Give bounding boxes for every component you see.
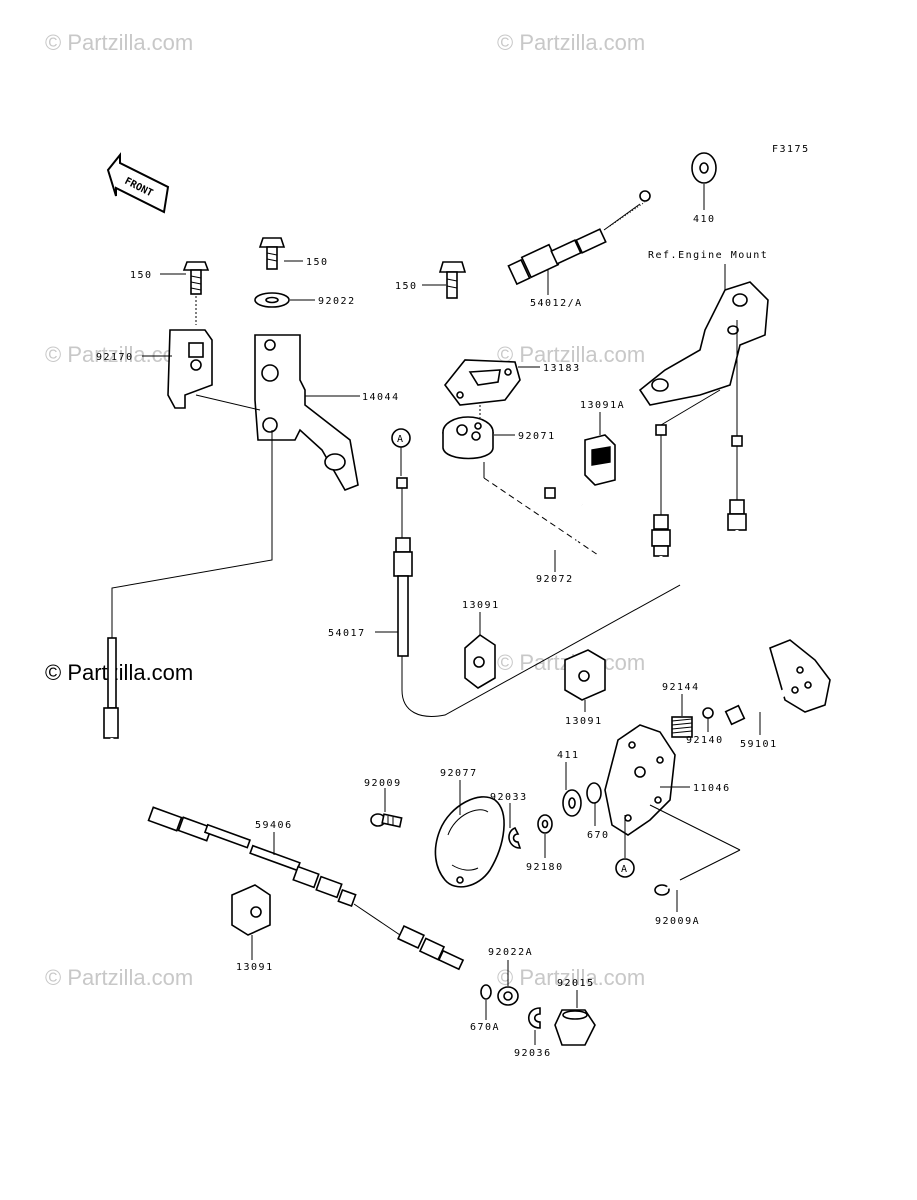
- knob-92077-icon: [434, 796, 505, 888]
- part-label-410: 410: [693, 214, 716, 225]
- part-label-13091: 13091: [462, 600, 500, 611]
- watermark: © Partzilla.com: [45, 30, 193, 55]
- shaft-59101-icon: [724, 639, 831, 726]
- part-label-92036: 92036: [514, 1048, 552, 1059]
- watermark: © Partzilla.com: [497, 965, 645, 990]
- part-label-13091: 13091: [236, 962, 274, 973]
- part-label-92071: 92071: [518, 431, 556, 442]
- rubber-block-icon: [564, 649, 606, 701]
- engine-mount-bracket-icon: [638, 281, 769, 406]
- callout-a-icon: [615, 858, 635, 878]
- part-label-11046: 11046: [693, 783, 731, 794]
- part-label-670: 670: [587, 830, 610, 841]
- washer-icon: [497, 986, 519, 1006]
- figure-code: F3175: [772, 144, 810, 155]
- clip-icon: [527, 1007, 541, 1029]
- watermark: © Partzilla.com: [497, 342, 645, 367]
- part-label-54017: 54017: [328, 628, 366, 639]
- part-label-411: 411: [557, 750, 580, 761]
- circlip-icon: [508, 826, 522, 849]
- part-label-54012a: 54012/A: [530, 298, 583, 309]
- bracket-92170-icon: [167, 329, 213, 409]
- throttle-cable-59406-icon: [103, 637, 465, 971]
- choke-cable-54017-icon: [393, 477, 681, 717]
- part-label-92077: 92077: [440, 768, 478, 779]
- part-label-92144: 92144: [662, 682, 700, 693]
- rubber-block-icon: [464, 633, 496, 689]
- part-label-92180: 92180: [526, 862, 564, 873]
- steel-ball-icon: [702, 707, 714, 719]
- part-label-670a: 670A: [470, 1022, 500, 1033]
- rubber-block-icon: [584, 434, 616, 486]
- part-label-150: 150: [395, 281, 418, 292]
- spring-icon: [671, 716, 693, 738]
- rubber-block-icon: [231, 884, 271, 936]
- callout-a-label: A: [397, 434, 405, 445]
- part-label-14044: 14044: [362, 392, 400, 403]
- main-watermark: © Partzilla.com: [45, 660, 193, 685]
- washer-icon: [537, 814, 553, 834]
- part-label-92170: 92170: [96, 352, 134, 363]
- cable-54012a-icon: [476, 190, 651, 351]
- part-label-92022a: 92022A: [488, 947, 533, 958]
- part-label-92015: 92015: [557, 978, 595, 989]
- part-label-13091: 13091: [565, 716, 603, 727]
- part-label-92022: 92022: [318, 296, 356, 307]
- part-label-59406: 59406: [255, 820, 293, 831]
- part-label-59101: 59101: [740, 739, 778, 750]
- washer-icon: [562, 789, 582, 817]
- bolt-icon: [182, 261, 210, 295]
- part-label-92009: 92009: [364, 778, 402, 789]
- nut-icon: [554, 1009, 596, 1046]
- clamp-band-icon: [528, 487, 586, 552]
- o-ring-icon: [586, 782, 602, 804]
- cable-end-icon: [679, 435, 747, 587]
- plate-13183-icon: [443, 359, 521, 406]
- part-label-92072: 92072: [536, 574, 574, 585]
- bracket-14044-icon: [254, 334, 359, 491]
- front-arrow-icon: FRONT: [106, 152, 170, 214]
- grommet-icon: [442, 416, 494, 460]
- bolt-icon: [438, 261, 467, 299]
- cable-end-icon: [594, 424, 671, 582]
- bolt-icon: [258, 237, 286, 270]
- callout-a-label: A: [621, 864, 629, 875]
- washer-icon: [254, 292, 290, 308]
- washer-icon: [691, 152, 717, 184]
- part-label-150: 150: [130, 270, 153, 281]
- part-label-13091a: 13091A: [580, 400, 625, 411]
- screw-icon: [370, 813, 403, 828]
- lever-plate-11046-icon: [604, 724, 676, 836]
- part-label-92033: 92033: [490, 792, 528, 803]
- watermark: © Partzilla.com: [45, 965, 193, 990]
- part-label-13183: 13183: [543, 363, 581, 374]
- watermark: © Partzilla.com: [497, 30, 645, 55]
- part-label-92009a: 92009A: [655, 916, 700, 927]
- ref-engine-mount-note: Ref.Engine Mount: [648, 250, 768, 261]
- screw-icon: [654, 878, 686, 896]
- o-ring-icon: [480, 984, 492, 1000]
- part-label-92140: 92140: [686, 735, 724, 746]
- part-label-150: 150: [306, 257, 329, 268]
